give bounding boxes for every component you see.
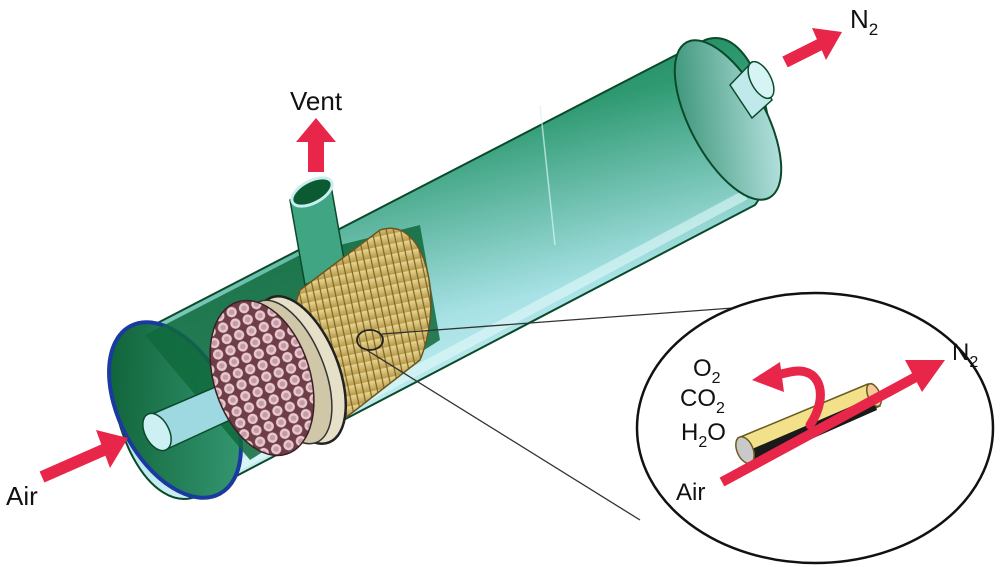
inset-air-label: Air: [676, 479, 705, 506]
n2-outlet-nozzle: [729, 60, 775, 120]
permeate-arrow: [752, 362, 825, 430]
inset-magnified-view: [635, 291, 995, 565]
air-inlet-label: Air: [6, 481, 38, 511]
n2-outlet-arrow: [782, 28, 842, 68]
inset-h2o-label: H2O: [681, 419, 726, 451]
inset-co2-label: CO2: [680, 385, 725, 417]
hollow-fiber-bundle: [209, 227, 432, 457]
inset-o2-label: O2: [693, 355, 721, 387]
inset-n2-label: N2: [952, 339, 978, 371]
vent-label: Vent: [290, 86, 343, 116]
n2-outlet-label: N2: [850, 4, 878, 39]
air-inlet-arrow: [39, 430, 128, 483]
vent-arrow: [296, 118, 336, 172]
inset-n2-arrow: [719, 360, 945, 487]
